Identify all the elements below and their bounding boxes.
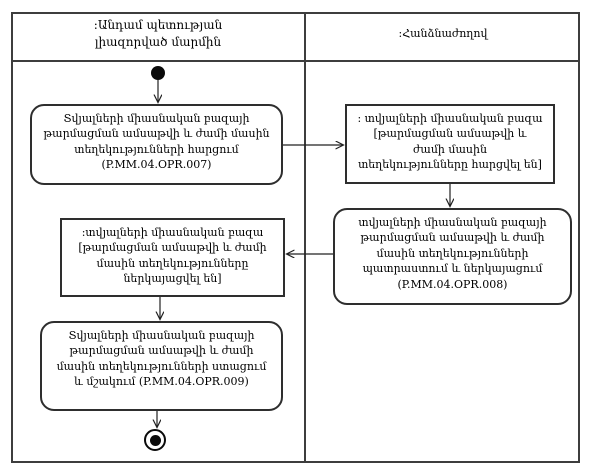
final-node-icon [144,429,166,451]
object-database-submitted: :տվյալների միասնական բազա [թարմացման ամս… [60,218,285,297]
object-database-requested: : տվյալների միասնական բազա [թարմացման ամ… [345,104,555,184]
activity-request-info: Տվյալների միասնական բազայի թարմացման ամս… [30,104,283,185]
activity-prepare-submit-info: տվյալների միասնական բազայի թարմացման ամս… [333,208,572,305]
lane-header-separator [11,60,580,62]
swimlane-divider [304,12,306,463]
activity-receive-process-info: Տվյալների միասնական բազայի թարմացման ամս… [40,321,283,411]
final-node-dot [149,434,161,446]
initial-node-icon [151,66,165,80]
swimlane-title-authorized-body: :Անդամ պետության լիազորված մարմին [93,18,223,50]
diagram-outer-border [11,12,580,463]
swimlane-title-commission: :Հանձնաժողով [398,27,488,40]
